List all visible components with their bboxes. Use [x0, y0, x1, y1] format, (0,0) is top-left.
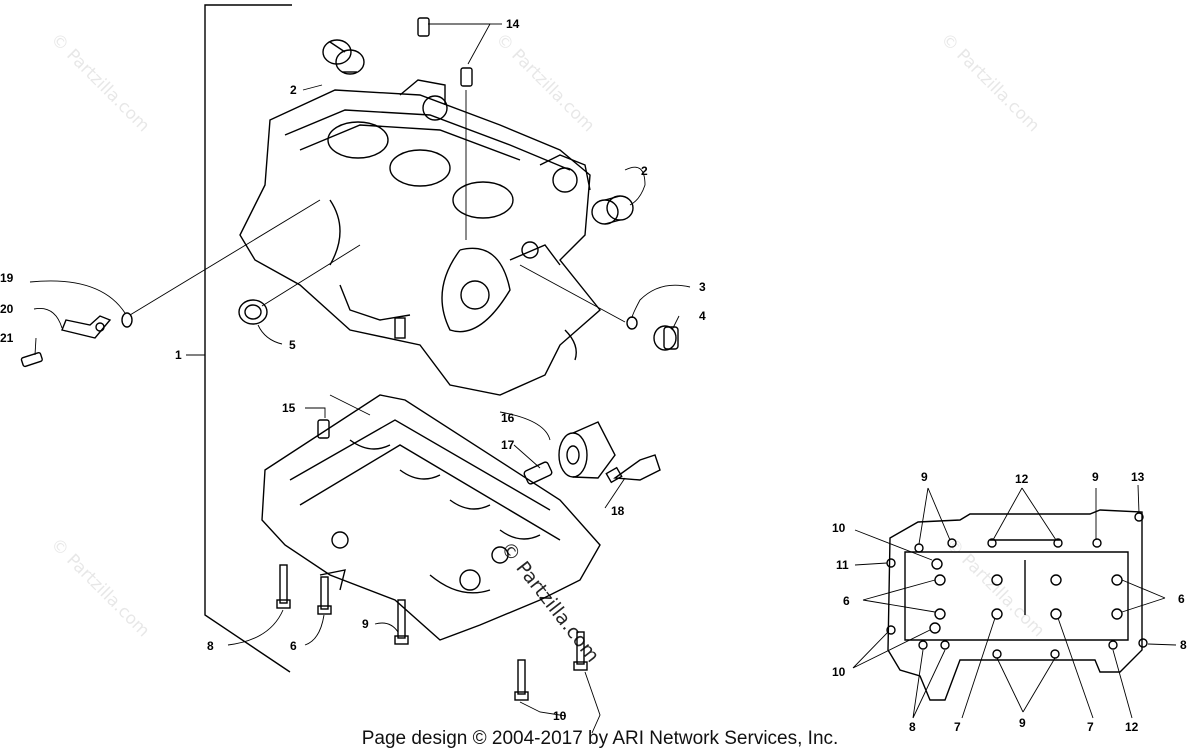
watermark-text: © Partzilla.com [491, 29, 598, 136]
bolt-map-12: 12 [1015, 472, 1029, 486]
lower-bolts [276, 564, 588, 701]
plug-4 [653, 325, 679, 351]
callout-numbers: 1 2 2 3 4 5 14 15 16 17 18 19 20 21 8 6 … [0, 17, 706, 723]
bolt-map-6: 6 [1178, 592, 1185, 606]
leader-lines [29, 84, 691, 734]
upper-crankcase [239, 79, 601, 396]
callout-3: 3 [699, 280, 706, 294]
sensor-18 [605, 454, 661, 484]
callout-4: 4 [699, 309, 706, 323]
lower-crankcase [261, 394, 601, 641]
bolt-map-8: 8 [1180, 638, 1187, 652]
nipple-17 [523, 461, 553, 485]
callout-16: 16 [501, 411, 515, 425]
bolt-map-9: 9 [1092, 470, 1099, 484]
bolt-21 [20, 351, 43, 368]
watermark-text: © Partzilla.com [941, 534, 1048, 641]
callout-20: 20 [0, 302, 14, 316]
bolt-map-6: 6 [843, 594, 850, 608]
callout-6: 6 [290, 639, 297, 653]
callout-1: 1 [175, 348, 182, 362]
callout-21: 21 [0, 331, 14, 345]
callout-15: 15 [282, 401, 296, 415]
watermarks: © Partzilla.com © Partzilla.com © Partzi… [46, 29, 1048, 641]
callout-18: 18 [611, 504, 625, 518]
dowel-15 [317, 419, 330, 439]
oil-filter-16 [558, 421, 616, 479]
bolt-map-9: 9 [1019, 716, 1026, 730]
callout-5: 5 [289, 338, 296, 352]
bushing-2-left [322, 39, 365, 75]
bolt-map-10: 10 [832, 665, 846, 679]
bolt-map-11: 11 [836, 558, 849, 572]
bushing-2-right [591, 195, 634, 225]
bolt-map: 9 12 9 13 10 11 6 10 6 8 8 7 9 7 12 [832, 470, 1187, 734]
callout-19: 19 [0, 271, 14, 285]
bolt-map-holes [886, 512, 1148, 659]
fitting-20 [61, 315, 112, 339]
bolt-map-9: 9 [921, 470, 928, 484]
dowel-pins-14 [417, 17, 502, 240]
bolt-map-7: 7 [954, 720, 961, 734]
bolt-map-leaders [852, 484, 1177, 719]
watermark-text: © Partzilla.com [46, 534, 153, 641]
callout-9: 9 [362, 617, 369, 631]
bolt-map-10: 10 [832, 521, 846, 535]
bolt-map-13: 13 [1131, 470, 1145, 484]
callout-14: 14 [506, 17, 520, 31]
center-watermark: © Partzilla.com [496, 538, 604, 667]
copyright-footer: Page design © 2004-2017 by ARI Network S… [361, 728, 839, 749]
assembly-bracket [204, 4, 292, 673]
callout-10: 10 [553, 709, 567, 723]
callout-17: 17 [501, 438, 515, 452]
bolt-map-7: 7 [1087, 720, 1094, 734]
callout-2: 2 [641, 164, 648, 178]
bolt-map-12: 12 [1125, 720, 1139, 734]
watermark-text: © Partzilla.com [46, 29, 153, 136]
callout-8: 8 [207, 639, 214, 653]
callout-2: 2 [290, 83, 297, 97]
o-ring-3 [626, 316, 638, 330]
watermark-text: © Partzilla.com [936, 29, 1043, 136]
plug-5 [238, 299, 268, 325]
o-ring-19 [121, 312, 133, 328]
bolt-map-8: 8 [909, 720, 916, 734]
